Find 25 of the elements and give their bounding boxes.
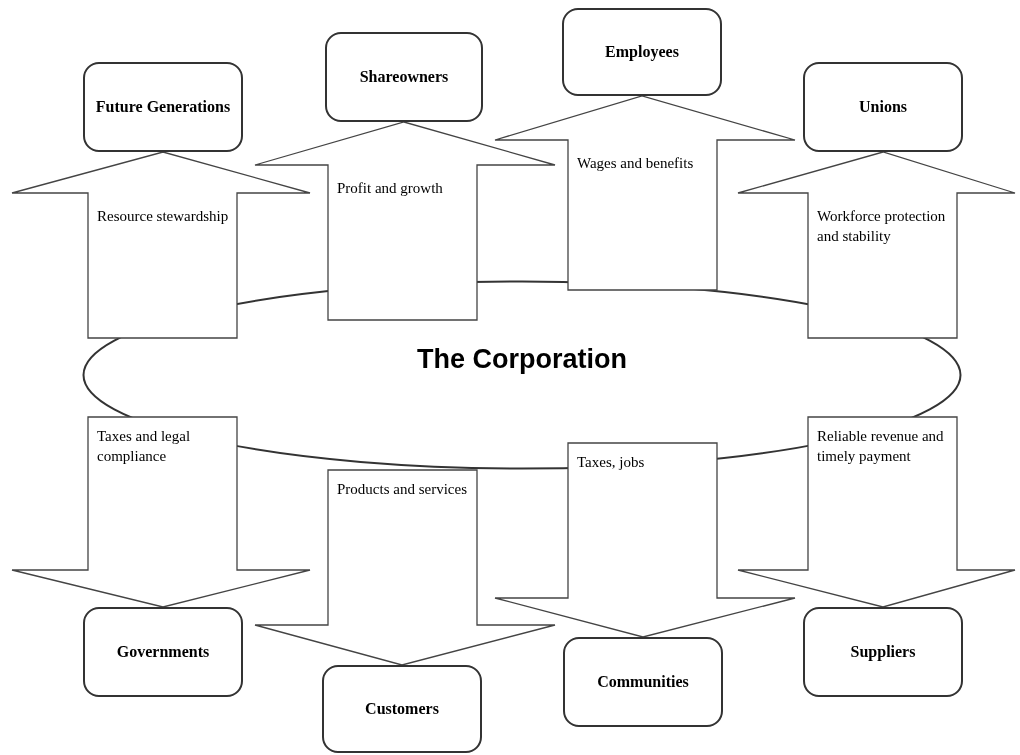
block-arrow: [737, 151, 1016, 339]
corporation-title: The Corporation: [417, 342, 627, 376]
block-arrow: [254, 121, 556, 321]
edge-label: Products and services: [337, 480, 468, 499]
stakeholder-box: Future Generations: [83, 62, 243, 152]
block-arrow: [254, 469, 556, 666]
edge-label: Reliable revenue and timely payment: [817, 427, 945, 466]
stakeholder-box: Governments: [83, 607, 243, 697]
edge-label: Workforce protection and stability: [817, 207, 947, 246]
block-arrow: [11, 416, 311, 608]
stakeholder-box: Communities: [563, 637, 723, 727]
edge-label: Taxes and legal compliance: [97, 427, 192, 466]
edge-label: Profit and growth: [337, 179, 444, 198]
edge-label: Resource stewardship: [97, 207, 230, 226]
block-arrow: [494, 442, 796, 638]
edge-label: Taxes, jobs: [577, 453, 646, 472]
stakeholder-box: Shareowners: [325, 32, 483, 122]
edge-label: Wages and benefits: [577, 154, 695, 173]
block-arrow: [11, 151, 311, 339]
stakeholder-box: Suppliers: [803, 607, 963, 697]
stakeholder-box: Employees: [562, 8, 722, 96]
stakeholder-box: Customers: [322, 665, 482, 753]
block-arrow: [494, 95, 796, 291]
block-arrow: [737, 416, 1016, 608]
stakeholder-box: Unions: [803, 62, 963, 152]
